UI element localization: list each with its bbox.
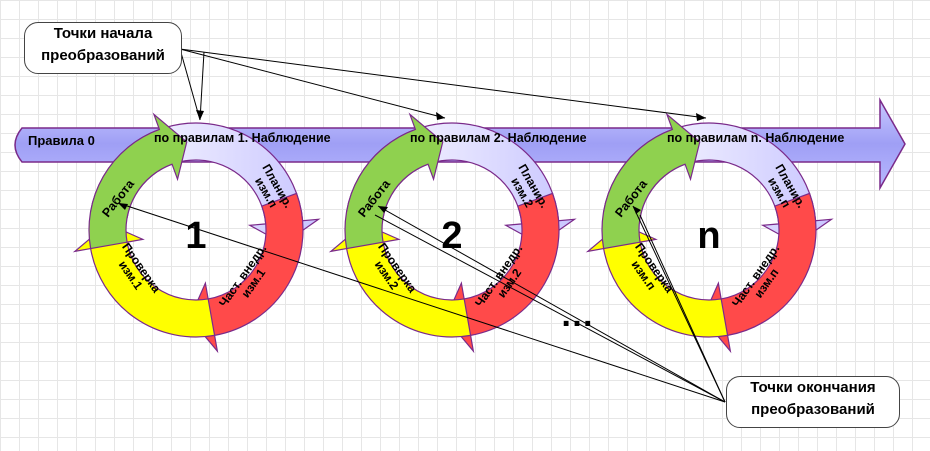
plan-segment [702, 192, 817, 354]
cycle-number: 2 [441, 215, 462, 257]
implement-segment [585, 223, 729, 338]
connector-arrowheads [118, 110, 706, 214]
start-callout-line2: преобразований [41, 47, 165, 64]
check-segment [88, 112, 188, 250]
arrow-start-label: Правила 0 [28, 133, 95, 148]
implement-segment [328, 223, 472, 338]
start-callout-line1: Точки начала [53, 25, 153, 42]
cycle-number: 1 [185, 215, 206, 257]
ellipsis: … [560, 296, 594, 334]
check-segment [601, 112, 701, 250]
top-arc-text-right: по правилам n. Наблюдение [667, 131, 844, 145]
plan-segment [189, 192, 304, 354]
top-arc-text-right: по правилам 1. Наблюдение [154, 131, 331, 145]
top-arc-text-right: по правилам 2. Наблюдение [410, 131, 587, 145]
end-connector-lines [117, 202, 726, 403]
cycle-number: n [697, 215, 720, 257]
end-callout-line2: преобразований [751, 401, 875, 418]
implement-segment [72, 223, 216, 338]
end-points-callout: Точки окончания преобразований [726, 376, 900, 428]
start-connector-lines [179, 48, 707, 121]
start-points-callout: Точки начала преобразований [24, 22, 182, 74]
plan-segment [445, 192, 560, 354]
end-callout-line1: Точки окончания [750, 379, 876, 396]
